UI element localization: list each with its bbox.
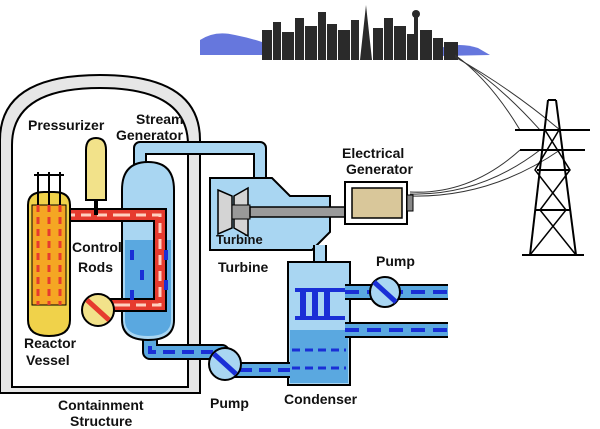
control-rods — [34, 172, 64, 205]
turbine-rotor-left — [217, 188, 233, 236]
turbine-shaft — [249, 206, 346, 218]
label-turbine-inner: Turbine — [216, 232, 263, 247]
label-control-rods-line1: Control — [72, 239, 122, 255]
label-steam-generator-line2: Generator — [116, 127, 183, 143]
condenser — [287, 261, 351, 386]
labels: Pressurizer Stream Generator Control Rod… — [24, 111, 415, 429]
label-steam-generator-line1: Stream — [136, 111, 183, 127]
hills — [200, 33, 262, 55]
feedwater-pump — [208, 347, 242, 381]
reactor-vessel — [27, 172, 71, 338]
steam-generator — [120, 160, 175, 342]
label-reactor-vessel-line1: Reactor — [24, 335, 77, 351]
reactor-coolant-pump — [81, 293, 115, 327]
power-lines — [409, 54, 561, 197]
steam-pipe — [133, 141, 267, 178]
label-pump-right: Pump — [376, 253, 415, 269]
label-reactor-vessel-line2: Vessel — [26, 352, 70, 368]
electrical-generator — [344, 181, 414, 225]
label-pump-bottom: Pump — [210, 395, 249, 411]
transmission-tower — [515, 99, 590, 256]
label-control-rods-line2: Rods — [78, 259, 113, 275]
label-turbine: Turbine — [218, 259, 269, 275]
label-containment-line2: Structure — [70, 413, 132, 429]
label-electrical-generator-line1: Electrical — [342, 145, 404, 161]
label-containment-line1: Containment — [58, 397, 144, 413]
label-condenser: Condenser — [284, 391, 358, 407]
cooling-pump — [369, 276, 401, 308]
city-skyline — [200, 5, 490, 60]
label-electrical-generator-line2: Generator — [346, 161, 413, 177]
label-pressurizer: Pressurizer — [28, 117, 105, 133]
pressurizer — [85, 136, 107, 215]
